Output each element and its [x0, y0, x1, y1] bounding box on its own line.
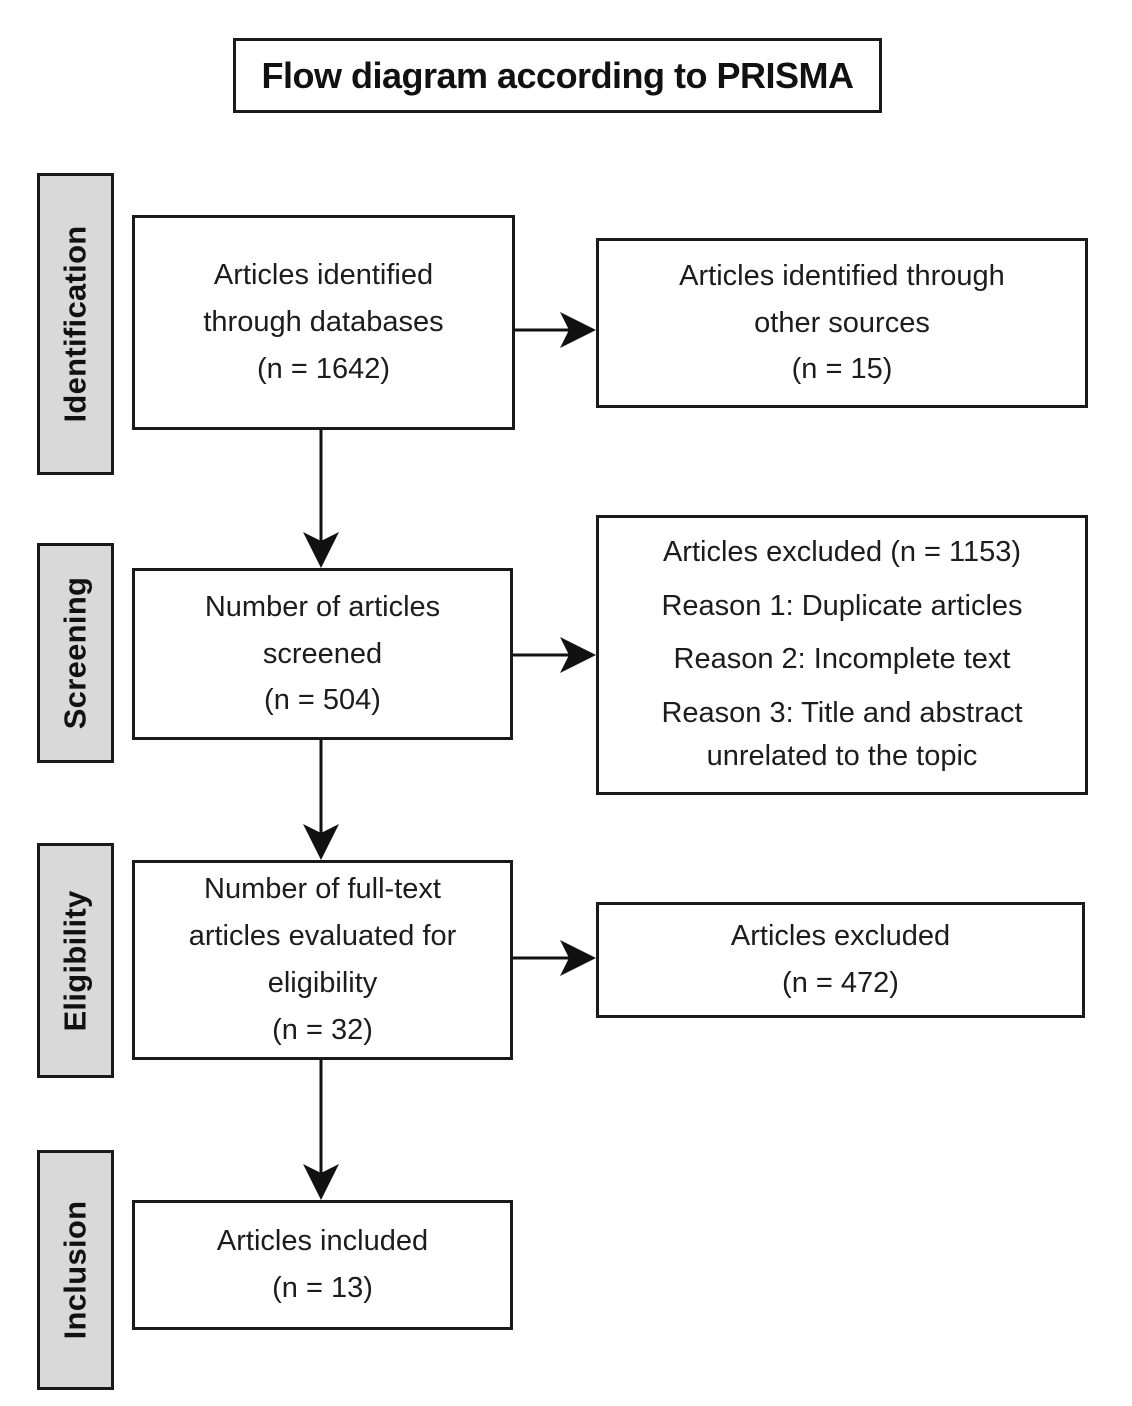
- exclusion-reason-2: Reason 2: Incomplete text: [673, 643, 1011, 676]
- box-articles-identified-other-sources: Articles identified through other source…: [596, 238, 1088, 408]
- stage-inclusion: Inclusion: [37, 1150, 114, 1390]
- box-line: Articles excluded: [730, 920, 951, 953]
- box-line: (n = 32): [272, 1013, 373, 1046]
- box-articles-excluded-eligibility: Articles excluded (n = 472): [596, 902, 1085, 1018]
- exclusion-reason-1: Reason 1: Duplicate articles: [661, 589, 1023, 622]
- stage-eligibility-label: Eligibility: [57, 889, 93, 1032]
- stage-identification: Identification: [37, 173, 114, 475]
- box-articles-excluded-screening: Articles excluded (n = 1153) Reason 1: D…: [596, 515, 1088, 795]
- box-articles-identified-databases: Articles identified through databases (n…: [132, 215, 515, 430]
- stage-screening: Screening: [37, 543, 114, 763]
- stage-screening-label: Screening: [57, 576, 93, 730]
- box-line: Articles included: [216, 1225, 429, 1258]
- arrow-screened-to-excluded-icon: [513, 637, 596, 673]
- arrow-eligibility-to-inclusion-icon: [303, 1060, 339, 1200]
- box-line: other sources: [754, 306, 930, 339]
- stage-inclusion-label: Inclusion: [57, 1200, 93, 1340]
- diagram-title-box: Flow diagram according to PRISMA: [233, 38, 882, 113]
- box-line: (n = 472): [782, 967, 899, 999]
- box-line: articles evaluated for: [188, 920, 457, 953]
- arrow-screening-to-eligibility-icon: [303, 740, 339, 860]
- box-line: Number of full-text: [204, 873, 441, 906]
- box-line: screened: [262, 637, 383, 670]
- diagram-title: Flow diagram according to PRISMA: [261, 54, 854, 96]
- box-line: Articles identified through: [679, 259, 1005, 292]
- box-articles-included: Articles included (n = 13): [132, 1200, 513, 1330]
- box-line: (n = 1642): [256, 352, 390, 385]
- box-line: Articles identified: [213, 259, 434, 292]
- excluded-count: Articles excluded (n = 1153): [662, 536, 1022, 569]
- arrow-identification-to-screening-icon: [303, 430, 339, 568]
- box-line: eligibility: [267, 967, 378, 999]
- box-line: (n = 504): [264, 684, 381, 717]
- stage-eligibility: Eligibility: [37, 843, 114, 1078]
- box-fulltext-evaluated: Number of full-text articles evaluated f…: [132, 860, 513, 1060]
- box-line: (n = 13): [272, 1272, 373, 1304]
- box-articles-screened: Number of articles screened (n = 504): [132, 568, 513, 740]
- arrow-fulltext-to-excluded-icon: [513, 940, 596, 976]
- arrow-databases-to-other-icon: [515, 312, 596, 348]
- box-line: Number of articles: [204, 590, 441, 623]
- exclusion-reason-3: Reason 3: Title and abstract unrelated t…: [661, 696, 1023, 773]
- stage-identification-label: Identification: [57, 225, 93, 423]
- box-line: through databases: [203, 306, 444, 339]
- box-line: (n = 15): [791, 353, 893, 386]
